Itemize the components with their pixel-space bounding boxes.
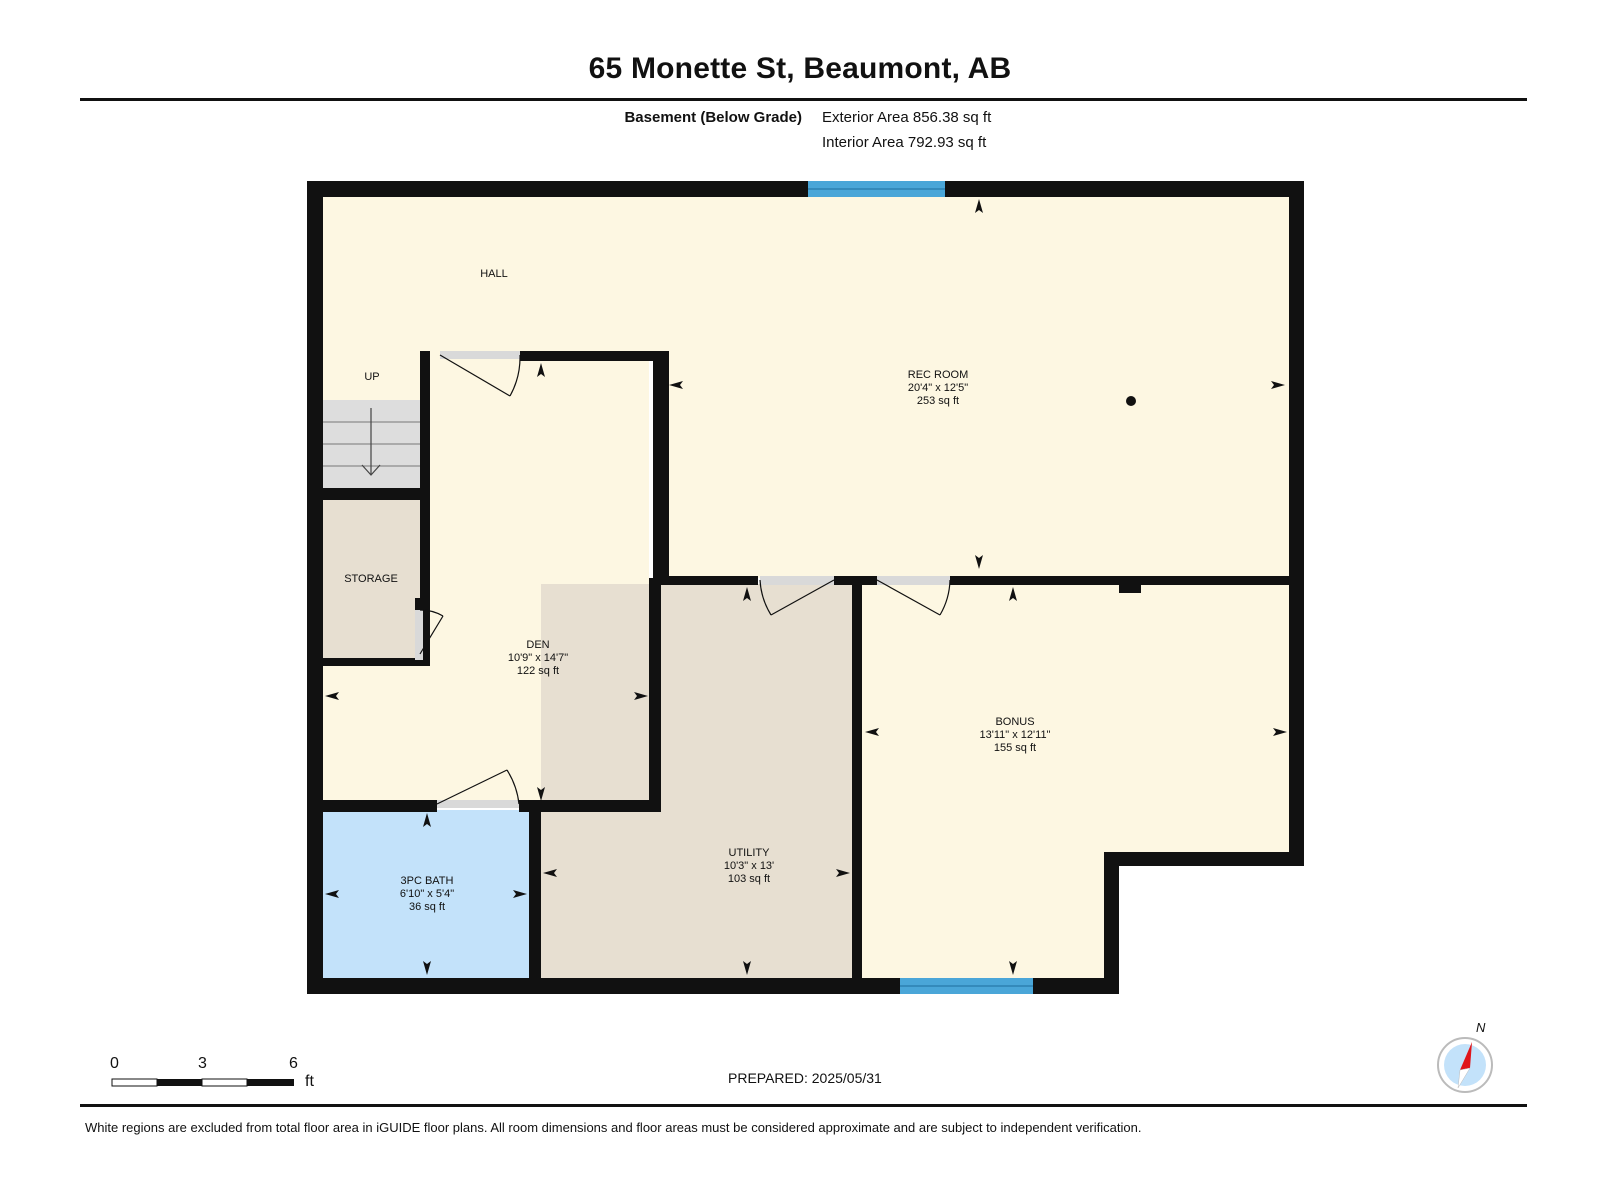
utility-floor bbox=[541, 584, 852, 978]
level-name: Basement (Below Grade) bbox=[624, 109, 802, 126]
utility-name: UTILITY bbox=[729, 847, 771, 859]
den-name: DEN bbox=[526, 639, 549, 651]
bath-area: 36 sq ft bbox=[409, 901, 445, 913]
fixture-dot bbox=[1126, 396, 1136, 406]
title-divider bbox=[80, 98, 1527, 101]
stair-arrow-icon bbox=[361, 408, 381, 476]
storage-label: STORAGE bbox=[344, 573, 398, 585]
footer-divider bbox=[80, 1104, 1527, 1107]
rec-room-hall-floor bbox=[323, 197, 1289, 578]
bath-floor bbox=[323, 810, 529, 978]
den-area: 122 sq ft bbox=[517, 665, 559, 677]
bonus-area: 155 sq ft bbox=[994, 742, 1036, 754]
windows bbox=[808, 181, 1033, 994]
prepared-date: PREPARED: 2025/05/31 bbox=[728, 1070, 882, 1086]
dimension-markers bbox=[325, 199, 1287, 975]
interior-area: Interior Area 792.93 sq ft bbox=[822, 134, 987, 151]
compass-north-label: N bbox=[1476, 1020, 1486, 1035]
utility-dimensions: 10'3" x 13' bbox=[724, 860, 774, 872]
stairs-up-label: UP bbox=[364, 371, 379, 383]
plan-title: 65 Monette St, Beaumont, AB bbox=[588, 52, 1012, 85]
rec-room-name: REC ROOM bbox=[908, 369, 969, 381]
rec-room-dimensions: 20'4" x 12'5" bbox=[908, 382, 968, 394]
bath-name: 3PC BATH bbox=[401, 875, 454, 887]
scale-tick-0: 0 bbox=[110, 1055, 119, 1072]
disclaimer: White regions are excluded from total fl… bbox=[85, 1120, 1142, 1135]
den-dimensions: 10'9" x 14'7" bbox=[508, 652, 568, 664]
walls bbox=[307, 181, 1304, 994]
scale-tick-6: 6 bbox=[289, 1055, 298, 1072]
doors bbox=[415, 351, 951, 808]
bonus-floor bbox=[862, 584, 1289, 978]
utility-area: 103 sq ft bbox=[728, 873, 770, 885]
exterior-area: Exterior Area 856.38 sq ft bbox=[822, 109, 992, 126]
compass-icon: N bbox=[1437, 1020, 1493, 1093]
storage-floor bbox=[323, 500, 420, 662]
rec-room-area: 253 sq ft bbox=[917, 395, 959, 407]
scale-bar bbox=[111, 1078, 294, 1087]
scale-tick-3: 3 bbox=[198, 1055, 207, 1072]
bath-dimensions: 6'10" x 5'4" bbox=[400, 888, 454, 900]
scale-unit: ft bbox=[305, 1073, 314, 1090]
hall-label: HALL bbox=[480, 268, 508, 280]
bonus-name: BONUS bbox=[995, 716, 1034, 728]
bonus-dimensions: 13'11" x 12'11" bbox=[980, 729, 1051, 741]
